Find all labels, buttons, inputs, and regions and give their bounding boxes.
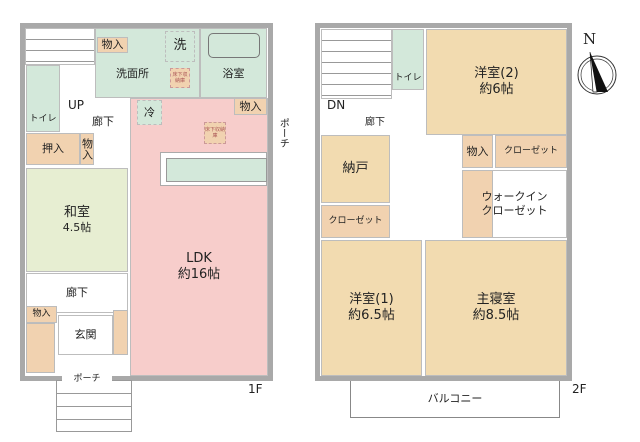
label: 和室: [63, 205, 90, 220]
floor2-western-room-2: 洋室(2)約6帖: [426, 29, 567, 135]
floor1-hall: 廊下: [92, 115, 114, 128]
floor2-western-room-1: 洋室(1)約6.5帖: [321, 240, 422, 376]
floor1-fridge: 冷: [137, 100, 162, 125]
floor1-storage-ldk[interactable]: 物入: [234, 98, 267, 115]
floor1-stairs: [25, 28, 95, 65]
floor1-up-label: UP: [68, 98, 85, 112]
label: 洗面所: [116, 67, 149, 81]
floor1-toilet: トイレ: [26, 65, 60, 132]
floor2-master-bedroom: 主寝室約8.5帖: [425, 240, 567, 376]
label: 玄関: [74, 328, 97, 342]
label: 廊下: [66, 286, 88, 300]
size: 約8.5帖: [472, 308, 520, 323]
label: 床下収納庫: [172, 71, 188, 84]
floor2-stairs: [321, 29, 392, 99]
floor2-toilet: トイレ: [392, 29, 424, 90]
label: 冷: [144, 105, 155, 119]
floor1-label: 1F: [248, 382, 263, 396]
label: 物入: [101, 38, 124, 52]
floor1-storage-top[interactable]: 物入: [97, 37, 128, 53]
label: 主寝室: [476, 291, 516, 307]
floor1-oshiire[interactable]: 押入: [26, 133, 80, 165]
label: 物入: [80, 138, 94, 160]
floor1-shoe-storage: [26, 323, 55, 373]
floor2-closet-right[interactable]: クローゼット: [495, 135, 567, 168]
label: クローゼット: [328, 215, 383, 226]
label: LDK: [186, 250, 212, 266]
label: 洋室(2): [474, 65, 519, 81]
label: ポーチ: [277, 118, 289, 148]
floor2-hall: 廊下: [365, 117, 385, 128]
label: 物入: [32, 308, 51, 319]
label: トイレ: [394, 72, 422, 83]
floor1-laundry: 洗: [165, 31, 195, 62]
kitchen-sink-counter: [166, 158, 267, 182]
floor1-storage-entry[interactable]: 物入: [26, 306, 57, 323]
size: 4.5帖: [62, 221, 92, 235]
floor2-balcony: バルコニー: [350, 381, 560, 418]
floor1-underfloor-storage: 床下収納庫: [170, 68, 190, 88]
floor2-dn-label: DN: [327, 98, 346, 112]
label: 物入: [239, 99, 262, 113]
label: 洗: [173, 38, 187, 54]
label: 浴室: [222, 67, 245, 81]
floor1-shoe-cabinet: [113, 310, 128, 355]
label: 物入: [466, 144, 489, 158]
size: 約6帖: [479, 82, 514, 97]
label: 洋室(1): [349, 291, 394, 307]
floor2-storage[interactable]: 物入: [462, 135, 493, 168]
floor1-underfloor-storage-2: 床下収納庫: [204, 122, 226, 144]
label: トイレ: [29, 113, 57, 124]
floor1-porch-side: ポーチ: [270, 113, 294, 153]
label: 納戸: [342, 160, 369, 176]
compass-icon: [577, 51, 617, 95]
floor1-entrance: 玄関: [58, 315, 113, 355]
label: クローゼット: [503, 145, 558, 156]
label: 押入: [42, 142, 64, 156]
floor1-porch: ポーチ: [62, 370, 112, 390]
compass-north-label: N: [583, 30, 597, 48]
label: ポーチ: [73, 374, 101, 385]
floor2-label: 2F: [572, 382, 587, 396]
floor1-bathroom: 浴室: [200, 28, 267, 98]
floor1-storage-small[interactable]: 物入: [80, 133, 94, 165]
size: 約6.5帖: [348, 308, 395, 323]
label: バルコニー: [427, 392, 483, 406]
label: ウォークインクローゼット: [481, 190, 548, 217]
floor2-nando: 納戸: [321, 135, 390, 203]
label: 床下収納庫: [205, 126, 226, 139]
bathtub-icon: [208, 33, 260, 58]
floor2-closet-left[interactable]: クローゼット: [321, 205, 390, 238]
floor2-walk-in-closet[interactable]: ウォークインクローゼット: [462, 170, 567, 238]
size: 約16帖: [177, 267, 221, 282]
